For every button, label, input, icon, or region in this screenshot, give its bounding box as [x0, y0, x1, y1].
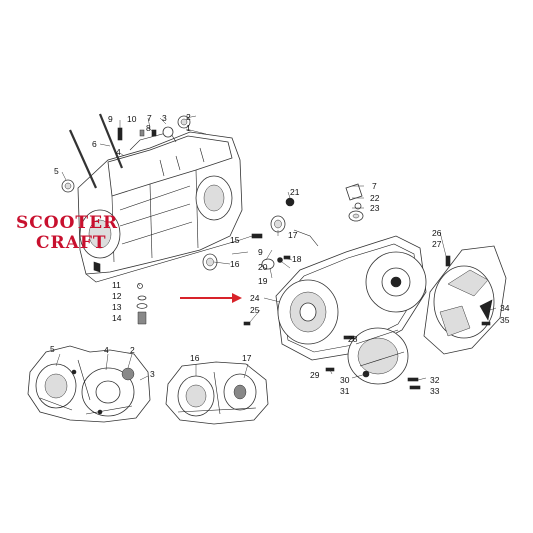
callout-27: 27	[432, 239, 442, 249]
callout-4-b: 4	[104, 345, 109, 355]
callout-25: 25	[250, 305, 260, 315]
callout-31: 31	[340, 386, 350, 396]
callout-17: 17	[288, 230, 298, 240]
callout-2-b: 2	[130, 345, 135, 355]
cvt-cover-assembly	[243, 235, 507, 390]
callout-numbers: 1 2 3 4 5 6 7 8 9 10 11 12 13 14 15 16 1…	[50, 112, 510, 396]
red-arrow	[180, 293, 242, 303]
callout-3-b: 3	[150, 369, 155, 379]
callout-7-a: 7	[147, 113, 152, 123]
logo-line-1: SCOOTER	[16, 213, 119, 233]
crankcase-assembly	[61, 113, 243, 283]
callout-15: 15	[230, 235, 240, 245]
callout-16: 16	[230, 259, 240, 269]
callout-11: 11	[112, 280, 121, 290]
callout-34: 34	[500, 303, 510, 313]
callout-14: 14	[112, 313, 122, 323]
callout-32: 32	[430, 375, 440, 385]
leader-lines	[55, 115, 497, 381]
callout-9-b: 9	[258, 247, 263, 257]
scooter-craft-logo: SCOOTER CRAFT	[16, 212, 136, 262]
callout-6: 6	[92, 139, 97, 149]
callout-29: 29	[310, 370, 320, 380]
callout-3: 3	[162, 113, 167, 123]
callout-23: 23	[370, 203, 380, 213]
callout-17-b: 17	[242, 353, 252, 363]
callout-16-b: 16	[190, 353, 200, 363]
callout-12: 12	[112, 291, 122, 301]
callout-10: 10	[127, 114, 137, 124]
callout-22: 22	[370, 193, 380, 203]
callout-1: 1	[186, 123, 191, 133]
callout-2: 2	[186, 112, 191, 122]
callout-26: 26	[432, 228, 442, 238]
callout-8: 8	[146, 123, 151, 133]
callout-13: 13	[112, 302, 122, 312]
callout-7-b: 7	[372, 181, 377, 191]
callout-28: 28	[348, 334, 358, 344]
callout-24: 24	[250, 293, 260, 303]
callout-18: 18	[292, 254, 302, 264]
callout-5-b: 5	[50, 344, 55, 354]
case-half-right	[165, 361, 269, 425]
callout-30: 30	[340, 375, 350, 385]
logo-line-2: CRAFT	[36, 233, 107, 253]
drain-plug-parts	[136, 283, 148, 325]
callout-9-a: 9	[108, 114, 113, 124]
callout-4: 4	[116, 147, 121, 157]
case-half-left	[27, 345, 151, 423]
callout-20: 20	[258, 262, 268, 272]
callout-33: 33	[430, 386, 440, 396]
callout-21: 21	[290, 187, 300, 197]
callout-35: 35	[500, 315, 510, 325]
callout-5: 5	[54, 166, 59, 176]
small-hardware	[202, 183, 364, 271]
callout-19: 19	[258, 276, 268, 286]
